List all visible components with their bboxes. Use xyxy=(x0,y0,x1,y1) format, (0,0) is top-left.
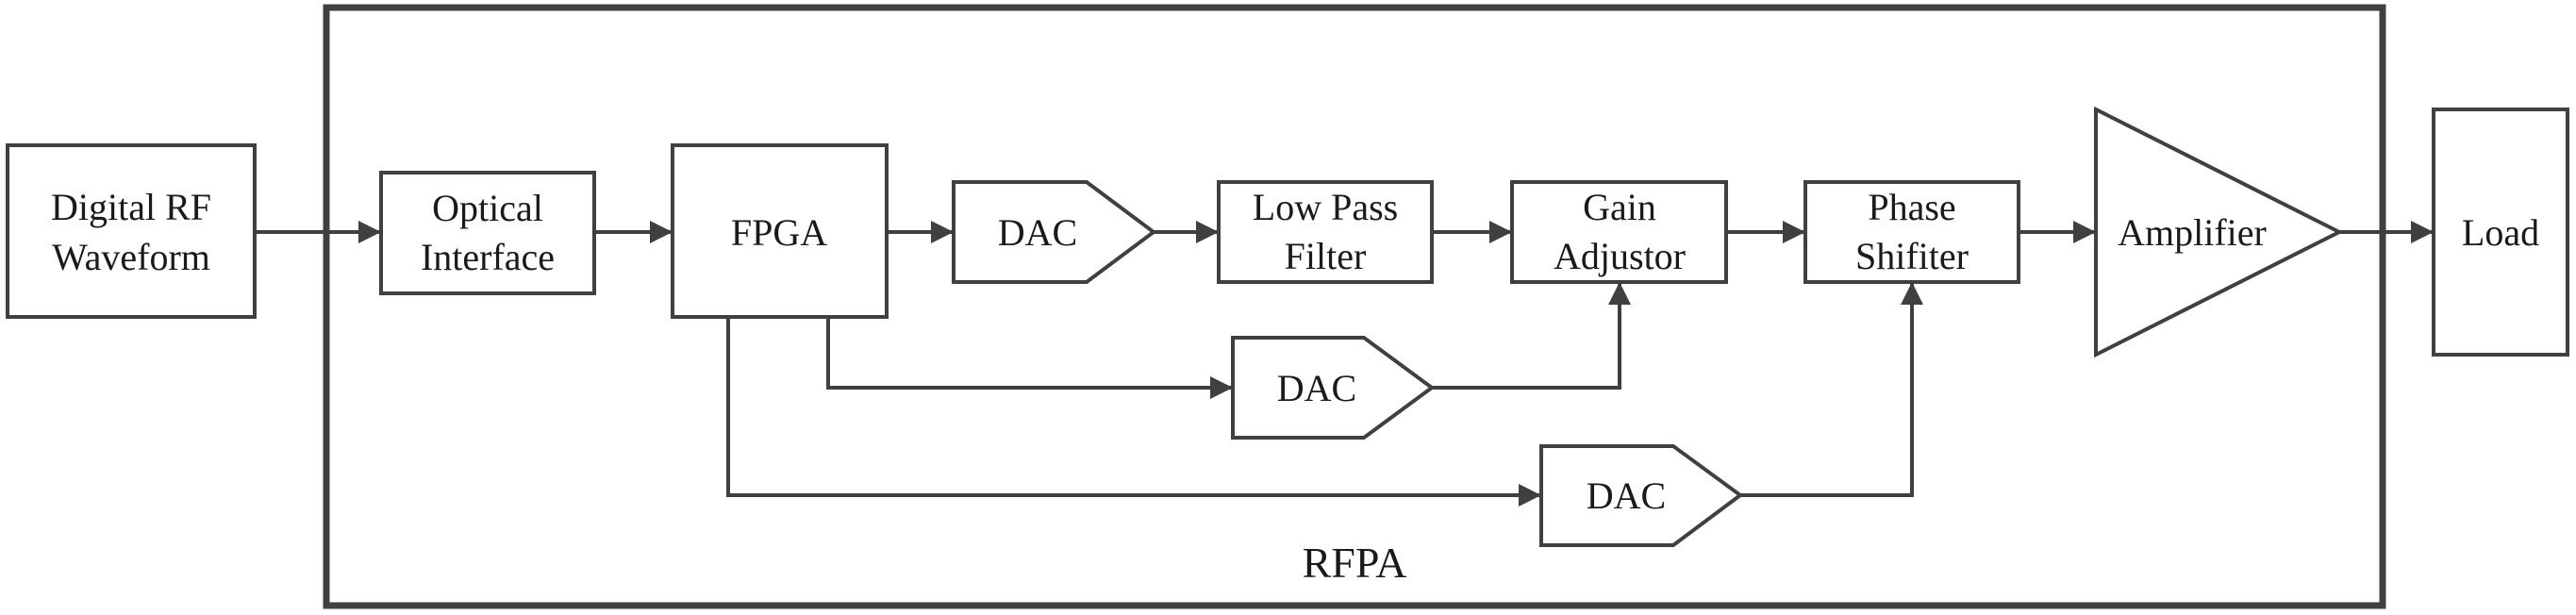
dac-main-label: DAC xyxy=(998,211,1077,254)
phase-shifter-label: Phase xyxy=(1868,186,1955,228)
fpga-block: FPGA xyxy=(671,143,889,319)
arrow-fpga-to-dac-gain xyxy=(826,317,1233,399)
dac-phase-control-block: DAC xyxy=(1539,444,1744,547)
amplifier-label: Amplifier xyxy=(2118,211,2267,254)
rfpa-container xyxy=(323,4,2386,609)
phase-shifter-block: Phase Shifiter xyxy=(1803,180,2020,284)
arrow-dac-phase-to-phase-shifter xyxy=(1740,282,1923,497)
load-block: Load xyxy=(2432,108,2569,357)
gain-adjustor-label: Adjustor xyxy=(1554,235,1686,277)
load-label: Load xyxy=(2462,211,2539,254)
low-pass-filter-label: Low Pass xyxy=(1253,186,1398,228)
arrow-dac-gain-to-gain-adjustor xyxy=(1432,282,1631,390)
optical-interface-label: Interface xyxy=(421,236,555,278)
fpga-label: FPGA xyxy=(731,211,827,254)
low-pass-filter-block: Low Pass Filter xyxy=(1217,180,1434,284)
digital-rf-waveform-block: Digital RF Waveform xyxy=(6,143,257,319)
dac-gain-control-label: DAC xyxy=(1277,367,1356,409)
low-pass-filter-label: Filter xyxy=(1285,235,1367,277)
dac-gain-control-block: DAC xyxy=(1231,336,1436,440)
rfpa-label: RFPA xyxy=(1303,539,1407,587)
arrow-fpga-to-dac-phase xyxy=(726,317,1541,507)
dac-phase-control-label: DAC xyxy=(1587,474,1666,517)
optical-interface-block: Optical Interface xyxy=(379,171,596,295)
digital-rf-label: Digital RF xyxy=(51,186,211,228)
digital-rf-label: Waveform xyxy=(52,236,210,278)
phase-shifter-label: Shifiter xyxy=(1855,235,1969,277)
gain-adjustor-label: Gain xyxy=(1583,186,1656,228)
gain-adjustor-block: Gain Adjustor xyxy=(1510,180,1728,284)
optical-interface-label: Optical xyxy=(432,187,543,229)
connections xyxy=(255,221,2434,507)
amplifier-block: Amplifier xyxy=(2094,106,2344,358)
dac-main-block: DAC xyxy=(952,180,1157,284)
